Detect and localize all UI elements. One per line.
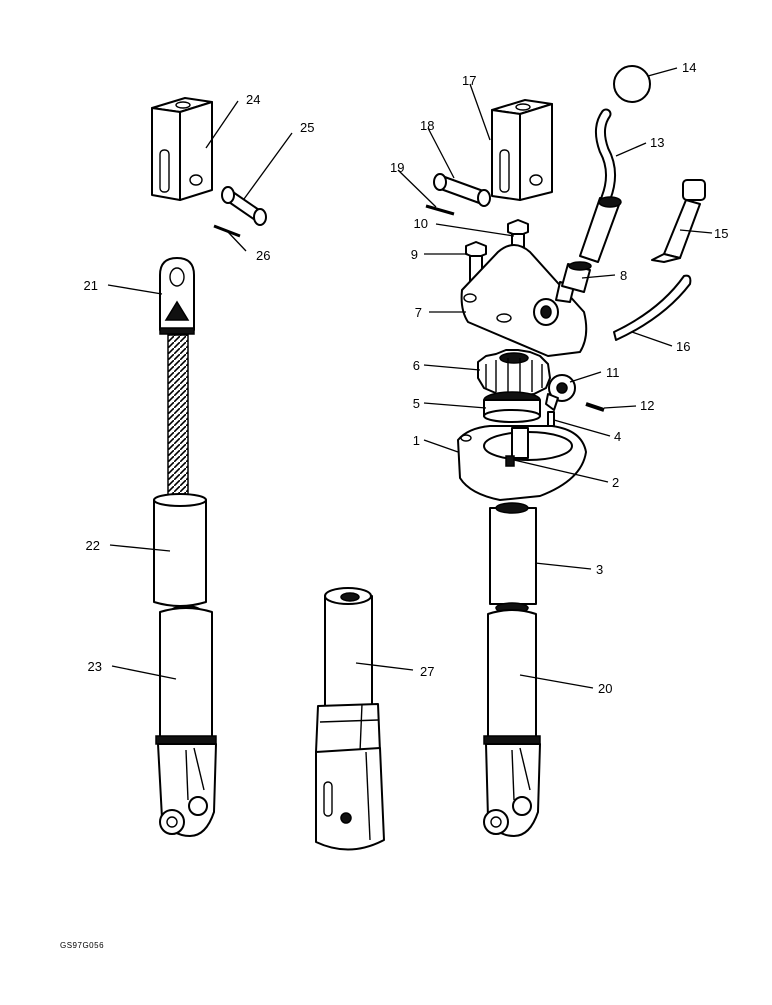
callout-labels: 24 25 26 21 22 23 27 17 18 19 10 9 7 6 5… (84, 60, 729, 696)
callout-22: 22 (86, 538, 100, 553)
callout-18: 18 (420, 118, 434, 133)
callout-13: 13 (650, 135, 664, 150)
callout-26: 26 (256, 248, 270, 263)
callout-20: 20 (598, 681, 612, 696)
pin-2 (505, 455, 515, 467)
callout-7: 7 (415, 305, 422, 320)
eye-end-21 (159, 257, 195, 335)
bush-8 (561, 261, 592, 293)
housing-7 (460, 244, 588, 357)
spring-clip-16 (613, 274, 692, 341)
callout-16: 16 (676, 339, 690, 354)
callout-8: 8 (620, 268, 627, 283)
lever-13 (579, 108, 622, 263)
pin-12 (585, 402, 605, 412)
lift-rod-27 (315, 587, 385, 851)
pinion-11 (545, 374, 576, 411)
callout-5: 5 (413, 396, 420, 411)
tube-3 (489, 502, 537, 614)
ball-knob-14 (613, 65, 651, 103)
clevis-block-24 (151, 97, 213, 201)
base-1 (457, 425, 587, 501)
callout-24: 24 (246, 92, 260, 107)
clevis-pin-25 (221, 186, 267, 226)
threaded-rod (167, 334, 189, 508)
callout-14: 14 (682, 60, 696, 75)
clevis-pin-18 (433, 173, 491, 207)
pin-4 (547, 411, 555, 427)
split-pin-19 (425, 204, 455, 216)
callout-17: 17 (462, 73, 476, 88)
callout-6: 6 (413, 358, 420, 373)
sleeve-22 (153, 493, 207, 615)
lower-link-20 (483, 609, 541, 837)
callout-27: 27 (420, 664, 434, 679)
clevis-block-17 (491, 99, 553, 201)
callout-21: 21 (84, 278, 98, 293)
callout-2: 2 (612, 475, 619, 490)
lower-link-23 (155, 607, 217, 837)
callout-11: 11 (606, 365, 620, 380)
callout-23: 23 (88, 659, 102, 674)
leader-lines (107, 67, 713, 689)
callout-4: 4 (614, 429, 621, 444)
gear-6 (477, 349, 551, 397)
connector-15 (651, 179, 706, 263)
callout-3: 3 (596, 562, 603, 577)
callout-19: 19 (390, 160, 404, 175)
callout-15: 15 (714, 226, 728, 241)
callout-25: 25 (300, 120, 314, 135)
split-pin-26 (213, 224, 241, 238)
figure-code: GS97G056 (60, 941, 104, 950)
callout-12: 12 (640, 398, 654, 413)
callout-1: 1 (413, 433, 420, 448)
collar-5 (483, 391, 541, 423)
callout-9: 9 (411, 247, 418, 262)
callout-10: 10 (414, 216, 428, 231)
